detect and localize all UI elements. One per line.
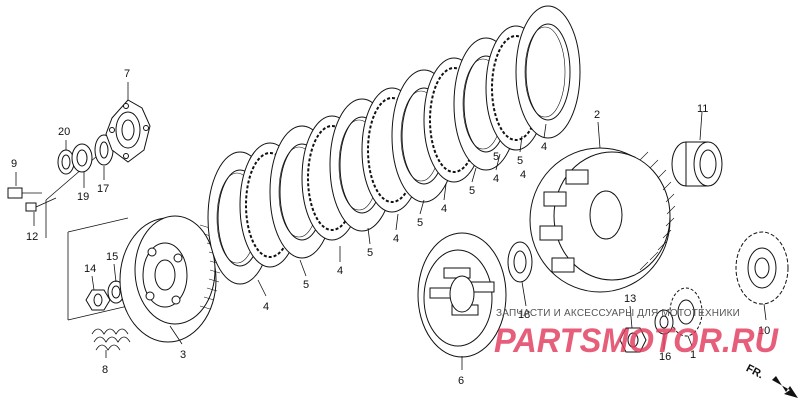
bolt-part-9 <box>7 187 42 199</box>
callout-6: 6 <box>458 375 464 387</box>
gear-part-10 <box>735 231 789 305</box>
callout-13: 13 <box>624 293 636 305</box>
callout-14: 14 <box>84 263 96 275</box>
callout-4d: 4 <box>441 203 447 215</box>
watermark-tagline: ЗАПЧАСТИ И АКСЕССУАРЫ ДЛЯ МОТОТЕХНИКИ <box>496 308 740 319</box>
nut-part-13 <box>619 327 647 353</box>
washer-part-20 <box>57 149 75 175</box>
watermark-logo: PARTSMOTOR.RU <box>494 322 779 360</box>
front-label: FR. <box>744 362 765 381</box>
callout-3: 3 <box>180 349 186 361</box>
spring-part-8 <box>91 328 131 351</box>
callout-4b: 4 <box>337 265 343 277</box>
callout-1: 1 <box>690 349 696 361</box>
callout-18: 18 <box>518 309 530 321</box>
washer-part-18 <box>507 241 533 283</box>
pressure-plate-part-6 <box>417 232 507 358</box>
callout-20: 20 <box>58 126 70 138</box>
callout-12: 12 <box>26 231 38 243</box>
lifter-plate-part-7 <box>105 99 151 163</box>
callout-5b: 5 <box>367 247 373 259</box>
clutch-outer-part-2 <box>529 147 676 293</box>
front-direction-marker: FR. <box>744 362 798 398</box>
callout-labels: 9 12 20 19 17 7 14 15 8 3 4 5 4 5 4 5 4 … <box>11 68 770 387</box>
clutch-center-part-3 <box>119 215 221 343</box>
gear-part-1 <box>669 287 703 337</box>
callout-4g: 4 <box>520 169 526 181</box>
callout-10: 10 <box>758 325 770 337</box>
callout-8: 8 <box>102 364 108 376</box>
front-arrow-icon <box>772 376 798 398</box>
callout-15: 15 <box>106 251 118 263</box>
leader-lines <box>15 82 767 370</box>
nut-part-14 <box>85 289 111 311</box>
callout-4c: 4 <box>393 233 399 245</box>
collar-part-11 <box>671 141 723 187</box>
screw-part-12 <box>25 197 57 212</box>
callout-5d: 5 <box>469 185 475 197</box>
callout-17: 17 <box>97 183 109 195</box>
callout-9: 9 <box>11 158 17 170</box>
washer-part-16 <box>654 309 674 335</box>
bearing-part-19 <box>71 143 93 173</box>
callout-4f: 4 <box>541 141 547 153</box>
callout-4a: 4 <box>263 301 269 313</box>
callout-5c: 5 <box>417 217 423 229</box>
callout-5a: 5 <box>303 279 309 291</box>
callout-2: 2 <box>594 109 600 121</box>
callout-4e: 4 <box>493 173 499 185</box>
callout-5e: 5 <box>517 155 523 167</box>
callout-7: 7 <box>124 68 130 80</box>
callout-16: 16 <box>659 351 671 363</box>
callout-5f: 5 <box>493 151 499 163</box>
watermark: ЗАПЧАСТИ И АКСЕССУАРЫ ДЛЯ МОТОТЕХНИКИ PA… <box>494 308 779 360</box>
callout-19: 19 <box>77 191 89 203</box>
callout-11: 11 <box>697 103 708 115</box>
